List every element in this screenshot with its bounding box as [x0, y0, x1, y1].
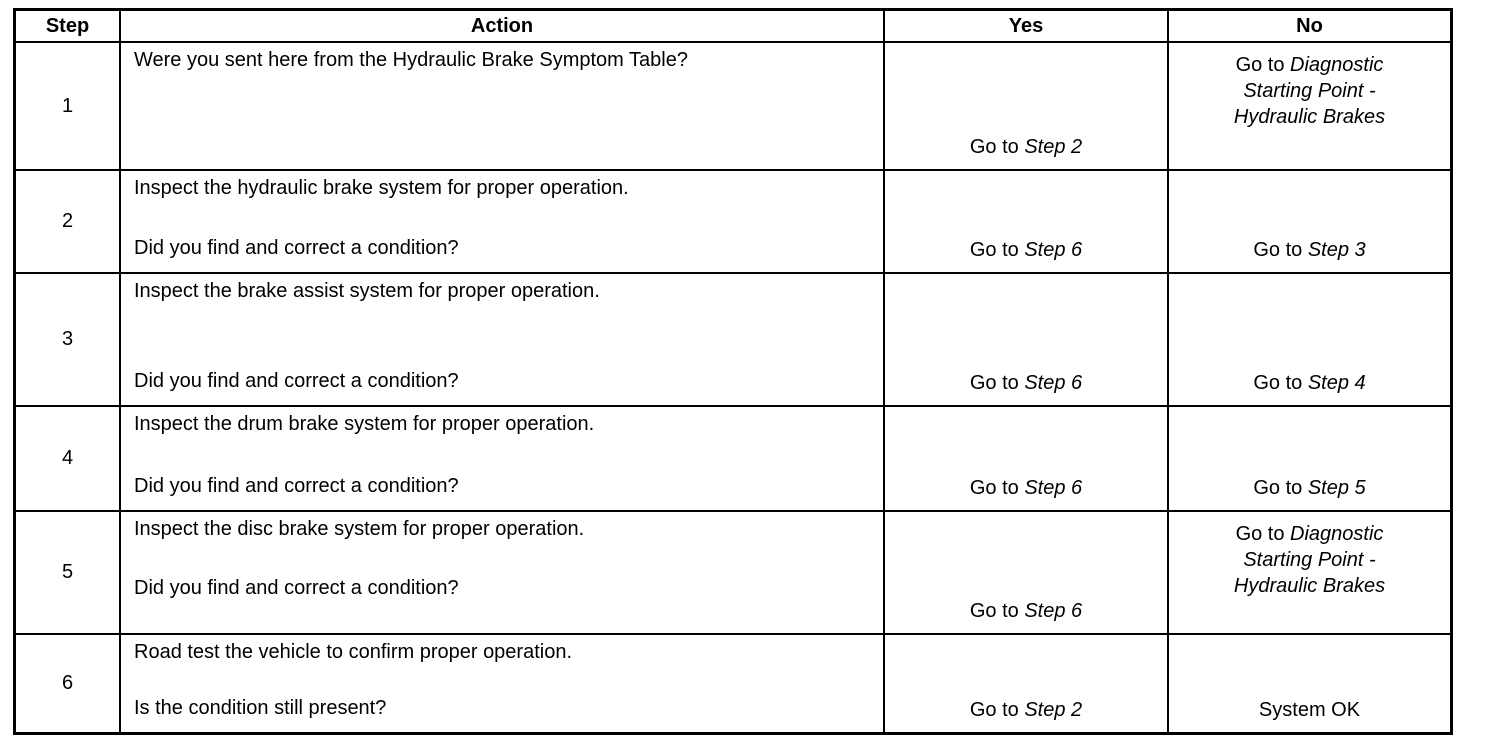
no-cell: Go to Step 3: [1169, 171, 1450, 272]
step-number: 2: [61, 210, 74, 232]
no-instruction: Go to Diagnostic Starting Point - Hydrau…: [1207, 521, 1412, 599]
no-target-reference: Step 4: [1307, 372, 1366, 394]
no-cell: Go to Step 4: [1169, 274, 1450, 405]
action-statement: Inspect the brake assist system for prop…: [134, 280, 600, 302]
yes-goto-text: Go to: [969, 372, 1025, 394]
step-cell: 2: [16, 171, 121, 272]
no-goto-text: Go to: [1235, 54, 1291, 76]
yes-cell: Go to Step 6: [885, 171, 1169, 272]
no-goto-text: Go to: [1235, 523, 1291, 545]
yes-goto-text: Go to: [969, 239, 1025, 261]
action-statement: Road test the vehicle to confirm proper …: [134, 641, 573, 663]
step-cell: 4: [16, 407, 121, 510]
no-target-reference: Step 3: [1307, 239, 1366, 261]
yes-cell: Go to Step 2: [885, 43, 1169, 169]
step-cell: 6: [16, 635, 121, 732]
yes-cell: Go to Step 6: [885, 274, 1169, 405]
action-statement: Inspect the drum brake system for proper…: [134, 413, 595, 435]
action-cell: Inspect the drum brake system for proper…: [121, 407, 885, 510]
action-question: Did you find and correct a condition?: [134, 475, 459, 497]
step-number: 1: [61, 94, 74, 117]
column-header-step: Step: [16, 11, 121, 41]
column-header-action-label: Action: [470, 14, 534, 37]
yes-cell: Go to Step 6: [885, 512, 1169, 633]
yes-instruction: Go to Step 2: [970, 697, 1082, 723]
yes-cell: Go to Step 2: [885, 635, 1169, 732]
column-header-step-label: Step: [45, 14, 90, 37]
no-goto-text: Go to: [1253, 239, 1308, 261]
yes-goto-text: Go to: [969, 600, 1025, 622]
table-row: 5 Inspect the disc brake system for prop…: [16, 512, 1450, 635]
table-row: 3 Inspect the brake assist system for pr…: [16, 274, 1450, 407]
action-cell: Were you sent here from the Hydraulic Br…: [121, 43, 885, 169]
no-instruction: Go to Diagnostic Starting Point - Hydrau…: [1207, 52, 1412, 130]
yes-instruction: Go to Step 2: [970, 134, 1082, 160]
yes-target-reference: Step 6: [1024, 600, 1083, 622]
no-cell: Go to Diagnostic Starting Point - Hydrau…: [1169, 512, 1450, 633]
step-number: 3: [61, 328, 74, 350]
action-cell: Inspect the disc brake system for proper…: [121, 512, 885, 633]
no-instruction: System OK: [1259, 697, 1360, 723]
no-target-reference: Step 5: [1307, 477, 1366, 499]
action-statement: Were you sent here from the Hydraulic Br…: [134, 49, 688, 71]
table-row: 6 Road test the vehicle to confirm prope…: [16, 635, 1450, 732]
step-number: 6: [61, 672, 74, 694]
table-header-row: Step Action Yes No: [16, 11, 1450, 43]
step-cell: 5: [16, 512, 121, 633]
no-target-reference: Diagnostic Starting Point - Hydraulic Br…: [1233, 523, 1386, 597]
yes-cell: Go to Step 6: [885, 407, 1169, 510]
action-question: Did you find and correct a condition?: [134, 237, 459, 259]
no-instruction: Go to Step 4: [1253, 370, 1365, 396]
table-row: 4 Inspect the drum brake system for prop…: [16, 407, 1450, 512]
step-cell: 1: [16, 43, 121, 169]
column-header-no: No: [1169, 11, 1450, 41]
action-statement: Inspect the hydraulic brake system for p…: [134, 177, 629, 199]
action-question: Did you find and correct a condition?: [134, 577, 459, 599]
yes-target-reference: Step 6: [1024, 372, 1083, 394]
no-instruction: Go to Step 3: [1253, 237, 1365, 263]
no-cell: System OK: [1169, 635, 1450, 732]
step-cell: 3: [16, 274, 121, 405]
action-cell: Inspect the brake assist system for prop…: [121, 274, 885, 405]
step-number: 4: [61, 447, 74, 469]
no-goto-text: Go to: [1253, 372, 1308, 394]
action-statement: Inspect the disc brake system for proper…: [134, 518, 585, 540]
no-result-text: System OK: [1258, 699, 1361, 721]
no-target-reference: Diagnostic Starting Point - Hydraulic Br…: [1233, 54, 1386, 128]
column-header-yes: Yes: [885, 11, 1169, 41]
yes-instruction: Go to Step 6: [970, 475, 1082, 501]
step-number: 5: [61, 561, 74, 583]
action-question: Is the condition still present?: [134, 697, 387, 719]
column-header-no-label: No: [1296, 15, 1323, 37]
diagnostic-table: Step Action Yes No 1 Were you sent here …: [13, 8, 1453, 735]
no-instruction: Go to Step 5: [1253, 475, 1365, 501]
column-header-action: Action: [121, 11, 885, 41]
yes-goto-text: Go to: [969, 136, 1025, 158]
yes-target-reference: Step 6: [1024, 477, 1083, 499]
no-cell: Go to Step 5: [1169, 407, 1450, 510]
yes-target-reference: Step 2: [1024, 136, 1083, 158]
action-cell: Inspect the hydraulic brake system for p…: [121, 171, 885, 272]
action-cell: Road test the vehicle to confirm proper …: [121, 635, 885, 732]
yes-target-reference: Step 2: [1024, 699, 1083, 721]
table-row: 1 Were you sent here from the Hydraulic …: [16, 43, 1450, 171]
yes-instruction: Go to Step 6: [970, 598, 1082, 624]
table-row: 2 Inspect the hydraulic brake system for…: [16, 171, 1450, 274]
yes-instruction: Go to Step 6: [970, 370, 1082, 396]
yes-goto-text: Go to: [969, 477, 1025, 499]
yes-target-reference: Step 6: [1024, 239, 1083, 261]
action-question: Did you find and correct a condition?: [134, 370, 459, 392]
column-header-yes-label: Yes: [1008, 15, 1044, 37]
no-goto-text: Go to: [1253, 477, 1308, 499]
yes-goto-text: Go to: [969, 699, 1025, 721]
no-cell: Go to Diagnostic Starting Point - Hydrau…: [1169, 43, 1450, 169]
yes-instruction: Go to Step 6: [970, 237, 1082, 263]
